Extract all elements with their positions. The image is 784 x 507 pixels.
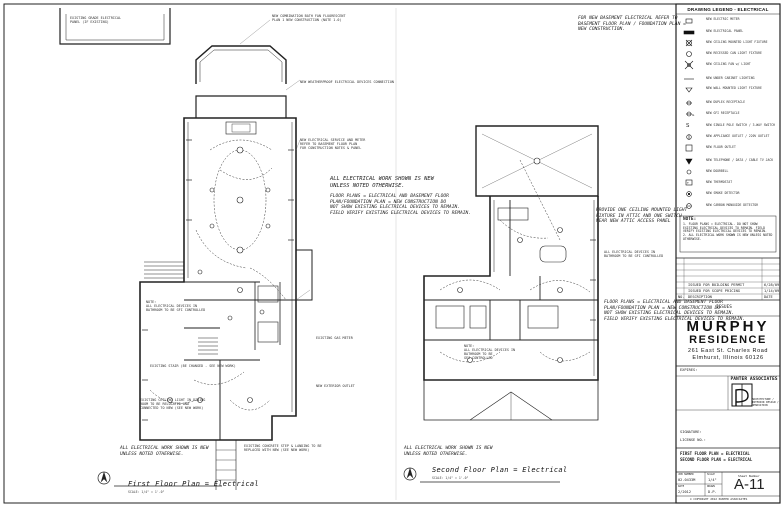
legend-label: NEW DOORBELL: [706, 169, 729, 173]
note-weatherproof: NEW WEATHERPROOF ELECTRICAL DEVICES CONN…: [300, 80, 394, 84]
note-existing-panel: EXISTING GRADE ELECTRICAL PANEL (IF EXIS…: [70, 16, 122, 24]
legend-label: NEW CEILING MOUNTED LIGHT FIXTURE: [706, 40, 768, 44]
note-floor-plans-left: FLOOR PLANS = ELECTRICAL AND BASEMENT FL…: [330, 194, 472, 216]
legend-label: NEW APPLIANCE OUTLET / 220V OUTLET: [706, 134, 770, 138]
sheet-number-label: Sheet Number: [738, 474, 760, 478]
svg-text:T: T: [687, 181, 689, 185]
note-floor-plans-right: FLOOR PLANS = ELECTRICAL AND BASEMENT FL…: [604, 300, 746, 322]
project-address-line2: Elmhurst, Illinois 60126: [692, 355, 764, 361]
note-dining-light: EXISTING CEILING LIGHT IN DINING ROOM TO…: [140, 398, 206, 410]
note-all-new-left-bottom: ALL ELECTRICAL WORK SHOWN IS NEW UNLESS …: [120, 446, 209, 457]
legend-label: NEW TELEPHONE / DATA / CABLE TV JACK: [706, 158, 774, 162]
note-attic-light: PROVIDE ONE CEILING MOUNTED LIGHT FIXTUR…: [596, 208, 688, 225]
legend-label: NEW GFI RECEPTACLE: [706, 111, 740, 115]
legend-label: NEW SMOKE DETECTOR: [706, 191, 740, 195]
note-front-step: EXISTING CONCRETE STEP & LANDING TO BE R…: [244, 444, 322, 452]
legend-label: NEW SINGLE POLE SWITCH / 3-WAY SWITCH: [706, 123, 775, 127]
note-bath-gfi-left: NOTE: ALL ELECTRICAL DEVICES IN BATHROOM…: [146, 300, 206, 312]
note-basement-ref: FOR NEW BASEMENT ELECTRICAL REFER TO BAS…: [578, 16, 686, 33]
note-bath-gfi-right-2: NOTE: ALL ELECTRICAL DEVICES IN BATHROOM…: [464, 344, 516, 360]
plan-title-second-floor: Second Floor Plan = Electrical: [432, 466, 568, 474]
issues-label: ISSUES: [716, 305, 732, 310]
issue-date: 6/28/09: [764, 283, 780, 287]
legend-label: NEW CARBON MONOXIDE DETECTOR: [706, 203, 759, 207]
legend-notes-title: NOTE:: [683, 217, 697, 222]
note-bath-gfi-right: ALL ELECTRICAL DEVICES IN BATHROOM TO BE…: [604, 250, 664, 258]
sheet-number: A-11: [734, 476, 765, 493]
legend-label: NEW ELECTRICAL PANEL: [706, 29, 744, 33]
firm-logo-icon: [731, 383, 753, 407]
first-floor-plan: [59, 8, 313, 490]
sheet-title-line2: SECOND FLOOR PLAN = ELECTRICAL: [680, 457, 753, 462]
svg-text:S: S: [686, 123, 690, 129]
copyright: © COPYRIGHT 2012 PANTER ASSOCIATES: [690, 497, 748, 501]
sheet-title-line1: FIRST FLOOR PLAN = ELECTRICAL: [680, 451, 750, 456]
sheet-border: [3, 3, 781, 504]
plan-title-first-floor: First Floor Plan = Electrical: [128, 480, 259, 488]
issues-header-date: DATE: [764, 295, 773, 299]
svg-text:G: G: [692, 113, 695, 117]
project-address-line1: 261 East St. Charles Road: [687, 348, 769, 354]
legend-label: NEW ELECTRIC METER: [706, 17, 740, 21]
legend-label: NEW RECESSED CAN LIGHT FIXTURE: [706, 51, 762, 55]
project-name-line2: RESIDENCE: [689, 334, 767, 346]
note-existing-stair: EXISTING STAIR (BE CHANGED - SEE NEW WOR…: [150, 364, 236, 368]
second-floor-plan: [403, 125, 599, 483]
scale-label: SCALE: [707, 473, 715, 476]
signature-label: SIGNATURE:: [680, 430, 702, 434]
stamp-expires-label: EXPIRES:: [680, 368, 698, 372]
legend-label: NEW CEILING FAN w/ LIGHT: [706, 62, 751, 66]
legend-label: NEW DUPLEX RECEPTACLE: [706, 100, 746, 104]
title-block-grid: [675, 3, 781, 504]
scale-value: 1/4": [708, 478, 717, 482]
plan-scale-first-floor: SCALE: 1/4" = 1'-0": [128, 490, 165, 494]
note-all-new-left: ALL ELECTRICAL WORK SHOWN IS NEW UNLESS …: [330, 176, 434, 189]
legend-symbols: G S T CO: [683, 18, 695, 209]
firm-name: PANTER ASSOCIATES: [730, 377, 778, 382]
job-number-label: JOB NUMBER: [678, 473, 694, 476]
plan-scale-second-floor: SCALE: 1/4" = 1'-0": [432, 476, 469, 480]
legend-label: NEW UNDER CABINET LIGHTING: [706, 76, 755, 80]
svg-text:CO: CO: [687, 205, 691, 208]
date-label: DATE: [678, 485, 685, 488]
issues-header-description: DESCRIPTION: [688, 295, 712, 299]
note-bath-fan: NEW COMBINATION BATH FAN FLUORESCENT PLA…: [272, 14, 346, 22]
legend-notes: 1. FLOOR PLANS = ELECTRICAL. DO NOT SHOW…: [683, 222, 773, 241]
issue-date: 1/14/09: [764, 289, 780, 293]
project-name-line1: MURPHY: [686, 318, 770, 335]
note-all-new-right: ALL ELECTRICAL WORK SHOWN IS NEW UNLESS …: [404, 446, 493, 457]
note-exterior-outlet: NEW EXTERIOR OUTLET: [316, 384, 355, 388]
legend-title: DRAWING LEGEND - ELECTRICAL: [687, 7, 769, 12]
issue-description: ISSUED FOR BUILDING PERMIT: [688, 283, 745, 287]
issues-header-no: NO.: [678, 295, 685, 299]
note-service-meter: NEW ELECTRICAL SERVICE AND METER REFER T…: [300, 138, 366, 150]
firm-subtitle: ARCHITECTURE / INTERIOR DESIGN / RENOVAT…: [752, 398, 779, 407]
legend-label: NEW WALL MOUNTED LIGHT FIXTURE: [706, 86, 762, 90]
legend-label: NEW THERMOSTAT: [706, 180, 733, 184]
legend-label: NEW FLOOR OUTLET: [706, 145, 736, 149]
date-value: 2/2012: [678, 490, 691, 494]
issue-description: ISSUED FOR SCOPE PRICING: [688, 289, 740, 293]
note-gas-meter: EXISTING GAS METER: [316, 336, 353, 340]
job-number: 02-0433M: [678, 478, 696, 482]
drawn-value: D.P.: [708, 490, 717, 494]
license-label: LICENSE NO.:: [680, 438, 706, 442]
drawn-label: DRAWN: [707, 485, 715, 488]
